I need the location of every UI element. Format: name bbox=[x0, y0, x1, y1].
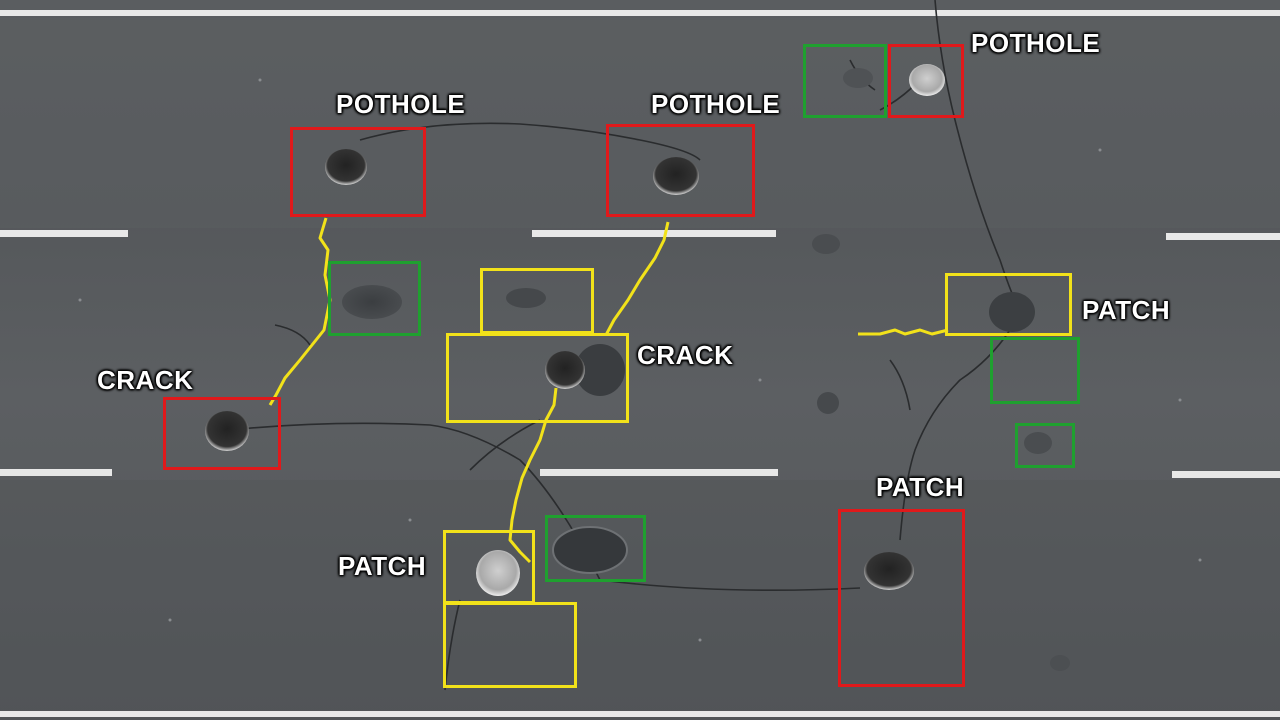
pothole-mark bbox=[545, 351, 585, 389]
pothole-label: POTHOLE bbox=[971, 28, 1101, 58]
crack-detection-box bbox=[480, 268, 594, 334]
pothole-detection-box bbox=[838, 509, 965, 687]
lane-top bbox=[0, 18, 1280, 228]
patch-mark bbox=[989, 292, 1035, 332]
patch-detection-box bbox=[1015, 423, 1075, 468]
patch-label: PATCH bbox=[876, 472, 965, 502]
dash-marking bbox=[532, 230, 776, 237]
edge-line-bottom bbox=[0, 711, 1280, 717]
pothole-mark bbox=[205, 411, 249, 451]
patch-mark bbox=[843, 68, 873, 88]
pothole-detection-box bbox=[888, 44, 964, 118]
pothole-detection-box bbox=[290, 127, 426, 217]
crack-detection-box bbox=[443, 530, 535, 604]
patch-detection-box bbox=[328, 261, 421, 336]
dash-marking bbox=[540, 469, 778, 476]
patch-mark bbox=[506, 288, 546, 308]
dash-marking bbox=[1166, 233, 1280, 240]
patch-label: PATCH bbox=[338, 551, 427, 581]
lane-markings bbox=[0, 10, 1280, 717]
patch-detection-box bbox=[803, 44, 887, 118]
pothole-mark bbox=[653, 157, 699, 195]
patch-mark bbox=[817, 392, 839, 414]
edge-line-top bbox=[0, 10, 1280, 16]
patch-mark bbox=[1050, 655, 1070, 671]
pothole-mark bbox=[325, 149, 367, 185]
patch-mark bbox=[812, 234, 840, 254]
crack-label: CRACK bbox=[97, 365, 194, 395]
dash-marking bbox=[0, 230, 128, 237]
pothole-label: POTHOLE bbox=[336, 89, 466, 119]
patch-mark bbox=[575, 344, 625, 396]
dash-marking bbox=[0, 469, 112, 476]
pothole-mark bbox=[476, 550, 520, 596]
pothole-detection-box bbox=[606, 124, 755, 217]
crack-label: CRACK bbox=[637, 340, 734, 370]
pothole-detection-box bbox=[163, 397, 281, 470]
patch-label: PATCH bbox=[1082, 295, 1171, 325]
pothole-mark bbox=[909, 64, 945, 96]
patch-mark bbox=[342, 285, 402, 319]
crack-traces bbox=[268, 217, 949, 564]
pothole-marks bbox=[205, 64, 945, 596]
pothole-mark bbox=[864, 552, 914, 590]
pothole-label: POTHOLE bbox=[651, 89, 781, 119]
patch-detection-box bbox=[990, 337, 1080, 404]
crack-detection-box bbox=[945, 273, 1072, 336]
crack-detection-box bbox=[443, 602, 577, 688]
lane-bottom bbox=[0, 480, 1280, 710]
patch-detection-box bbox=[545, 515, 646, 582]
crack-detection-box bbox=[446, 333, 629, 423]
patch-marks bbox=[342, 68, 1070, 671]
dash-marking bbox=[1172, 471, 1280, 478]
road-specks bbox=[78, 78, 1202, 642]
patch-mark bbox=[552, 526, 628, 574]
patch-mark bbox=[1024, 432, 1052, 454]
